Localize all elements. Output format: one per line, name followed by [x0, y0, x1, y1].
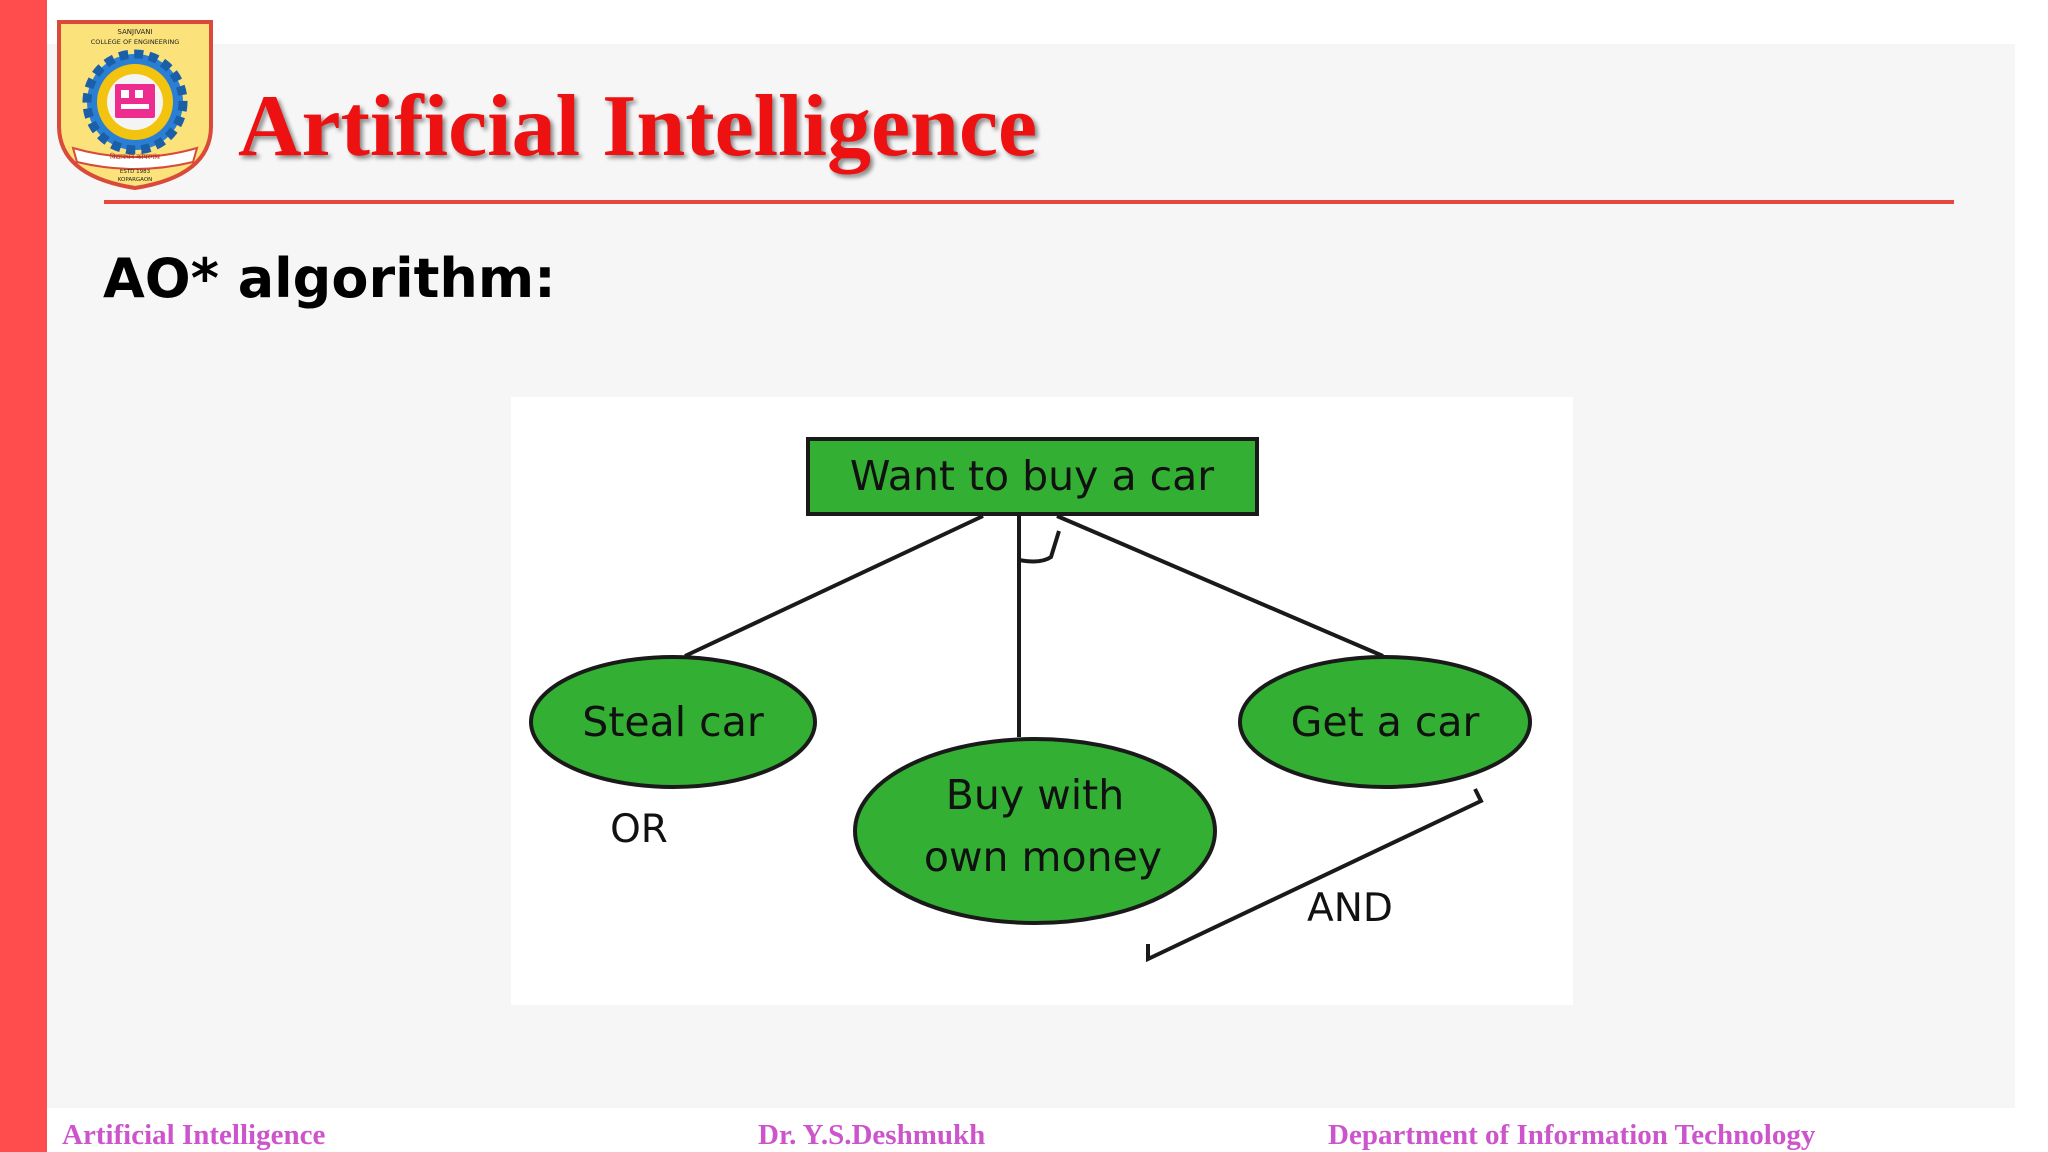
logo-estd-text: ESTD 1983: [120, 169, 151, 175]
node-steal-car-label: Steal car: [582, 698, 764, 746]
and-bracket: [1146, 788, 1484, 963]
edge-root-get: [1056, 514, 1384, 658]
label-or: OR: [610, 807, 668, 852]
footer-department: Department of Information Technology: [1328, 1119, 1816, 1151]
node-steal-car: Steal car: [529, 655, 817, 789]
edge-root-steal: [684, 514, 984, 658]
and-or-graph: Want to buy a car Steal car Buy with own…: [511, 397, 1573, 1005]
section-heading: AO* algorithm:: [103, 247, 556, 310]
college-logo: SANJIVANI COLLEGE OF ENGINEERING विद्याव…: [57, 20, 213, 191]
logo-city-text: KOPARGAON: [118, 177, 153, 183]
label-and: AND: [1307, 886, 1393, 931]
footer-author: Dr. Y.S.Deshmukh: [758, 1119, 986, 1151]
node-buy-own-money: Buy with own money: [853, 737, 1217, 925]
left-accent-bar: [0, 0, 47, 1152]
node-get-a-car: Get a car: [1238, 655, 1532, 789]
logo-top-text-1: SANJIVANI: [117, 28, 152, 36]
node-get-a-car-label: Get a car: [1291, 698, 1480, 746]
node-root: Want to buy a car: [806, 437, 1259, 516]
footer-course: Artificial Intelligence: [62, 1119, 326, 1151]
node-buy-own-money-line2: own money: [924, 833, 1162, 881]
logo-banner-text: विद्यावर्धन कोपरगांव: [110, 152, 160, 161]
gear-icon: [82, 49, 188, 155]
node-root-label: Want to buy a car: [850, 452, 1214, 500]
and-arc-root: [1018, 530, 1061, 564]
node-buy-own-money-line1: Buy with: [946, 771, 1124, 819]
logo-top-text-2: COLLEGE OF ENGINEERING: [91, 38, 179, 46]
title-underline: [104, 200, 1954, 204]
slide-title: Artificial Intelligence: [238, 78, 1038, 175]
